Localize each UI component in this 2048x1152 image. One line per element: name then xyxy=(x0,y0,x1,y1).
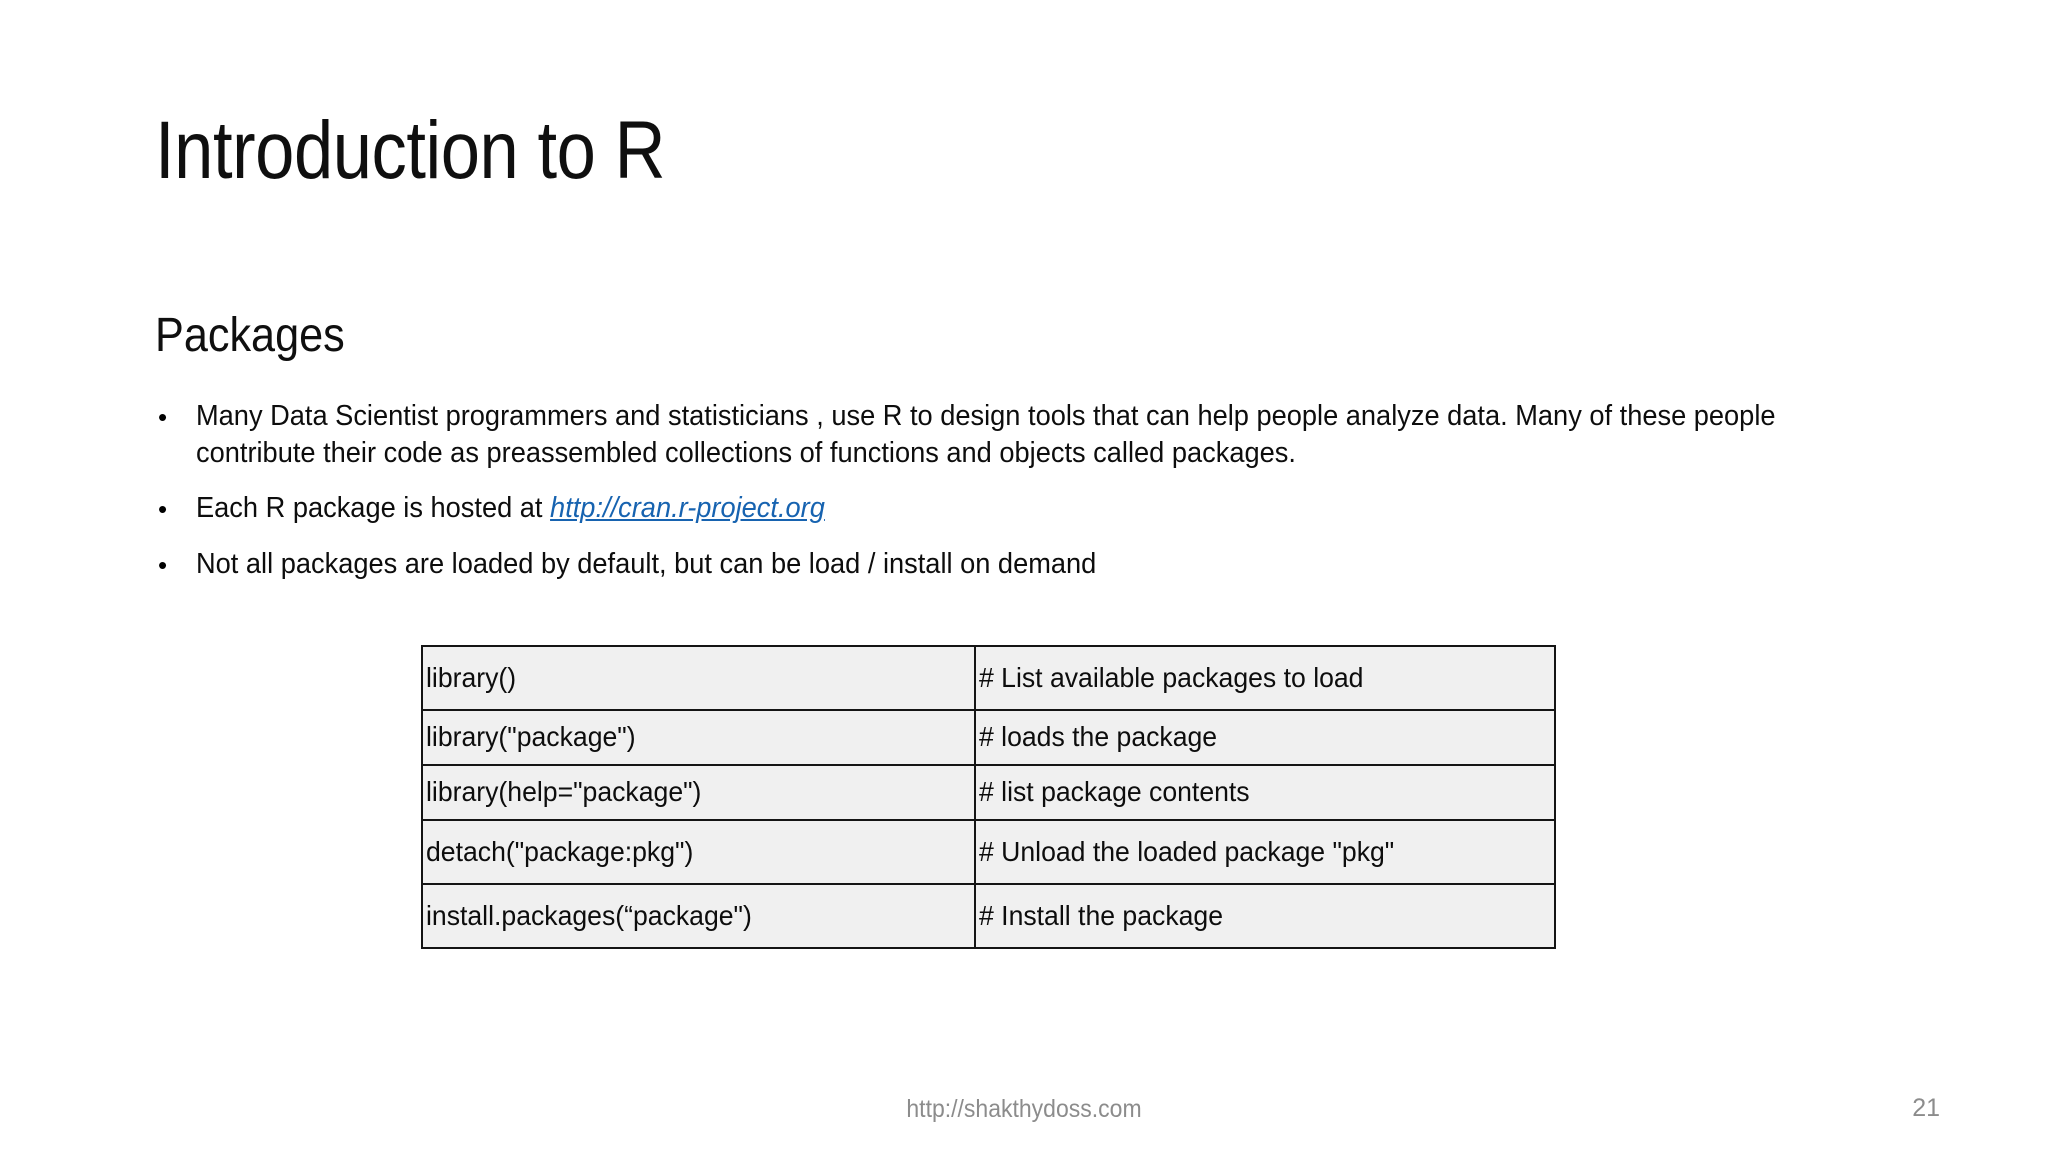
bullet-point-icon: • xyxy=(158,494,168,524)
table-row: library(help="package") # list package c… xyxy=(421,764,1556,821)
commands-table: library() # List available packages to l… xyxy=(421,645,1556,949)
table-cell-command: library() xyxy=(421,645,976,711)
table-cell-comment: # Unload the loaded package "pkg" xyxy=(974,819,1556,885)
list-item-text-before: Many Data Scientist programmers and stat… xyxy=(196,400,1776,469)
table-cell-command: detach("package:pkg") xyxy=(421,819,976,885)
list-item: • Many Data Scientist programmers and st… xyxy=(150,398,1940,472)
bullet-point-icon: • xyxy=(158,550,168,580)
table-cell-comment: # loads the package xyxy=(974,709,1556,766)
table-row: library("package") # loads the package xyxy=(421,709,1556,766)
table-row: detach("package:pkg") # Unload the loade… xyxy=(421,819,1556,885)
page-number: 21 xyxy=(1912,1094,1940,1122)
table-cell-comment: # Install the package xyxy=(974,883,1556,949)
list-item-text: Not all packages are loaded by default, … xyxy=(196,546,1862,583)
list-item-text-before: Each R package is hosted at xyxy=(196,492,551,524)
table-cell-command: library("package") xyxy=(421,709,976,766)
cran-hyperlink[interactable]: http://cran.r-project.org xyxy=(550,492,825,524)
list-item: • Not all packages are loaded by default… xyxy=(150,546,1940,584)
bullet-list: • Many Data Scientist programmers and st… xyxy=(150,398,1940,602)
list-item-text: Many Data Scientist programmers and stat… xyxy=(196,398,1862,472)
list-item: • Each R package is hosted at http://cra… xyxy=(150,490,1940,528)
list-item-text: Each R package is hosted at http://cran.… xyxy=(196,490,1862,527)
table-row: library() # List available packages to l… xyxy=(421,645,1556,711)
table-cell-comment: # List available packages to load xyxy=(974,645,1556,711)
page-title: Introduction to R xyxy=(155,105,666,196)
table-cell-comment: # list package contents xyxy=(974,764,1556,821)
table-cell-command: install.packages(“package") xyxy=(421,883,976,949)
section-heading-packages: Packages xyxy=(155,309,345,362)
table-cell-command: library(help="package") xyxy=(421,764,976,821)
footer-url: http://shakthydoss.com xyxy=(906,1095,1142,1123)
bullet-point-icon: • xyxy=(158,402,168,432)
list-item-text-before: Not all packages are loaded by default, … xyxy=(196,548,1097,580)
table-row: install.packages(“package") # Install th… xyxy=(421,883,1556,949)
